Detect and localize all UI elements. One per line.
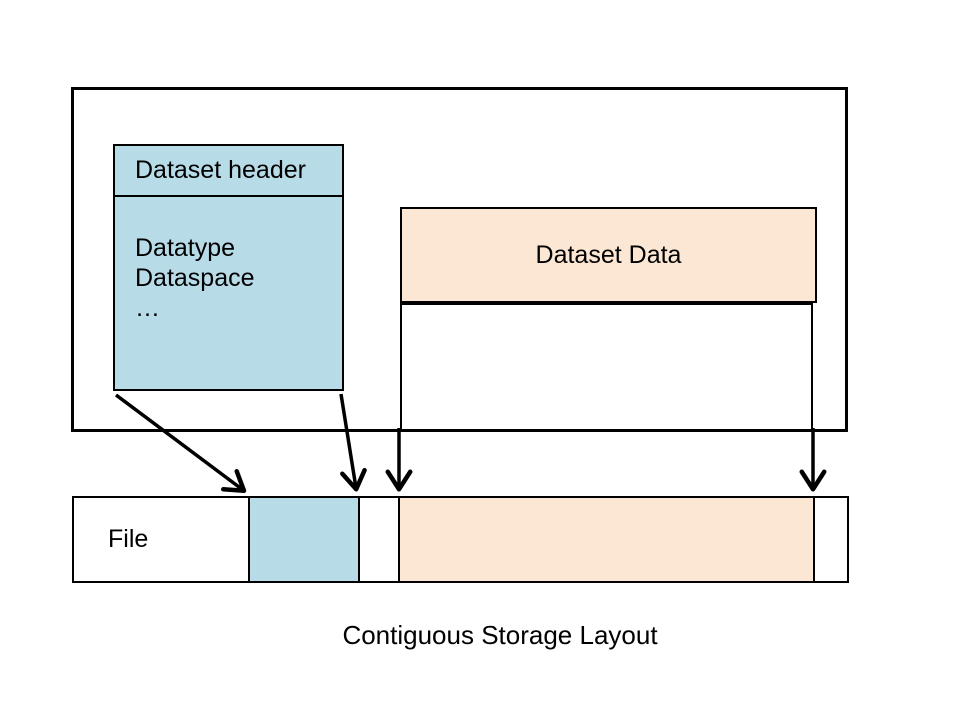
dataset-data-label: Dataset Data (535, 240, 682, 269)
dataset-header-content: Datatype Dataspace … (115, 197, 342, 323)
caption-title: Contiguous Storage Layout (342, 620, 658, 650)
header-item-ellipsis: … (135, 294, 160, 322)
file-segment-data (398, 496, 815, 583)
dataset-data-extent-box (400, 303, 813, 432)
dataset-header-box: Dataset header Datatype Dataspace … (113, 144, 344, 391)
file-label: File (108, 525, 149, 553)
dataset-data-box: Dataset Data (400, 207, 817, 303)
header-item-datatype: Datatype (135, 234, 236, 262)
header-item-dataspace: Dataspace (135, 264, 255, 292)
file-segment-header (248, 496, 360, 583)
dataset-header-title: Dataset header (115, 146, 342, 197)
